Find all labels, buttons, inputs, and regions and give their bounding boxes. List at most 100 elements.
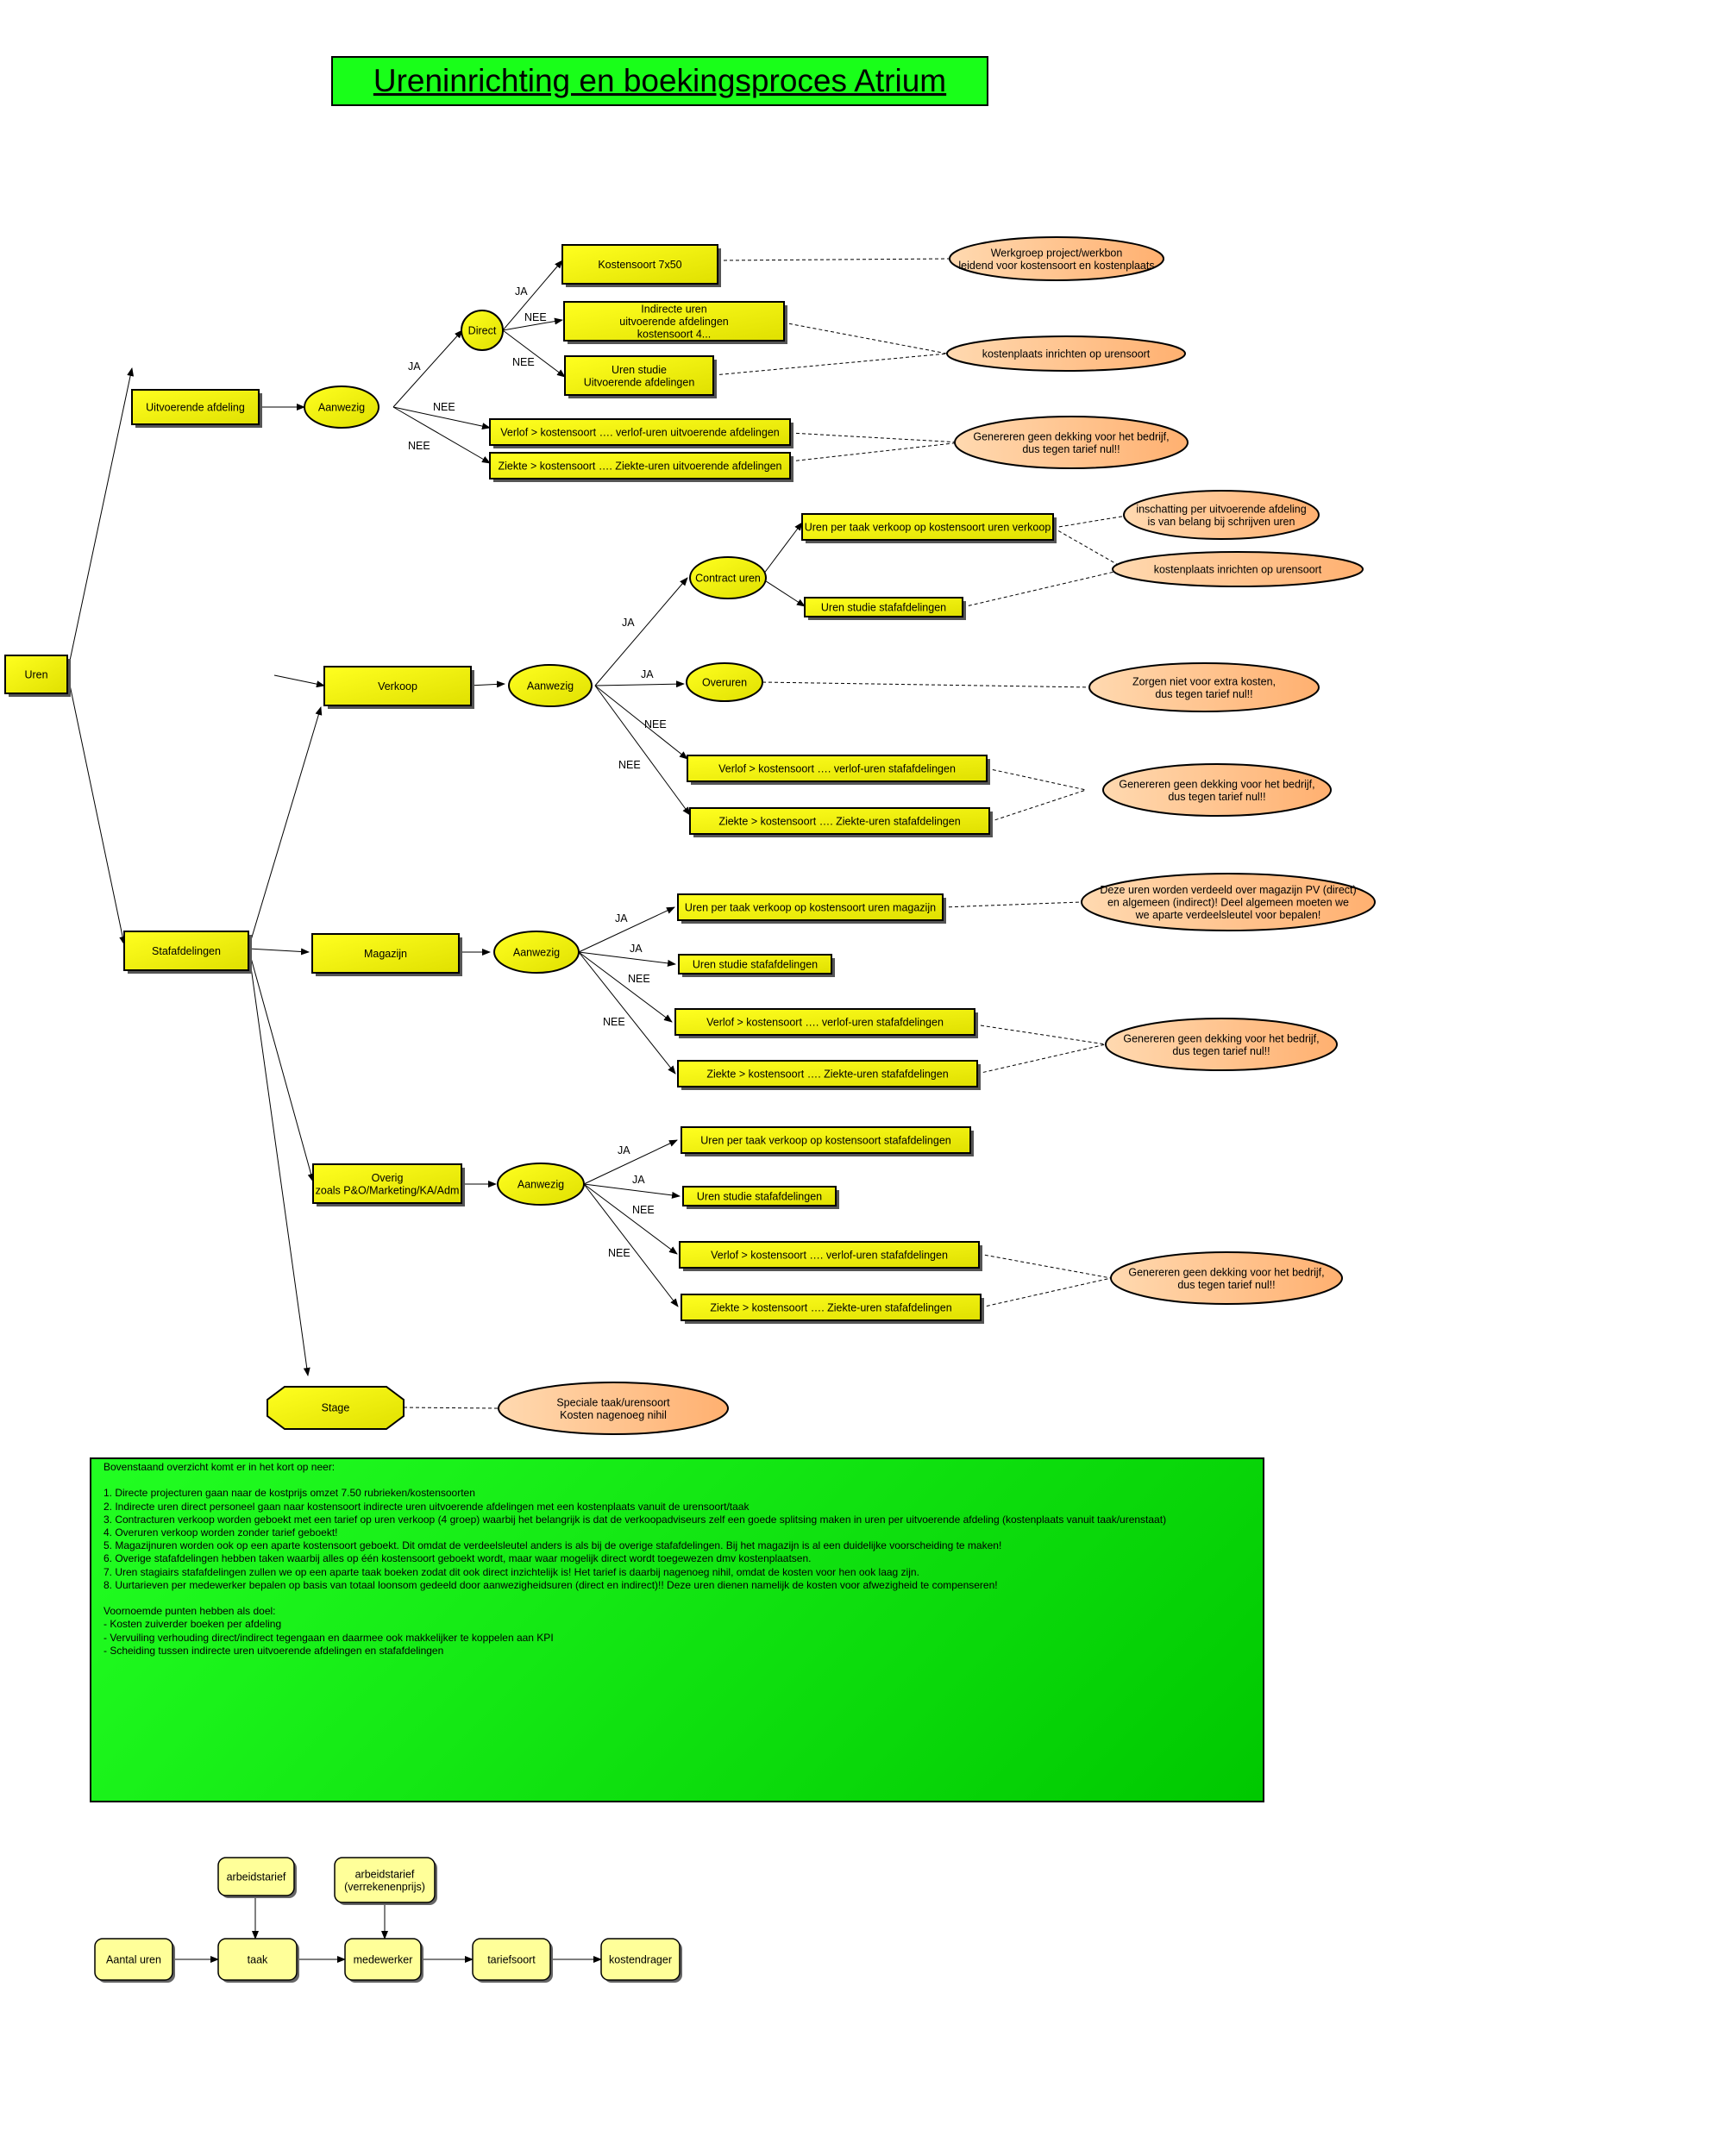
node-verkoop: Verkoop — [323, 666, 474, 709]
flow-arbeidstarief-label: arbeidstarief — [227, 1871, 286, 1883]
note-magazijn-verdeeld-text: we aparte verdeelsleutel voor bepalen! — [1135, 909, 1321, 921]
dashed-connector — [986, 768, 1087, 791]
dashed-connector — [976, 1044, 1107, 1075]
node-uren-label: Uren — [24, 669, 47, 681]
node-indirecte-uren-label: kostensoort 4... — [637, 329, 711, 341]
arrow-connector — [248, 948, 315, 1182]
dashed-connector — [942, 901, 1082, 908]
node-uren-taak-staf: Uren per taak verkoop op kostensoort sta… — [681, 1126, 974, 1156]
node-uren-studie-staf-overig-label: Uren studie stafafdelingen — [697, 1191, 822, 1203]
node-verkoop-label: Verkoop — [378, 680, 417, 693]
note-magazijn-verdeeld-text: Deze uren worden verdeeld over magazijn … — [1100, 884, 1356, 896]
arrow-connector — [248, 706, 323, 950]
flow-taak: taak — [217, 1938, 299, 1983]
edge-label-ja: JA — [641, 668, 654, 680]
arrow-connector — [594, 680, 685, 688]
arrow-connector — [578, 951, 676, 967]
note-genereren-4: Genereren geen dekking voor het bedrijf,… — [1110, 1251, 1343, 1305]
node-verlof-staf-overig: Verlof > kostensoort …. verlof-uren staf… — [679, 1241, 982, 1271]
note-genereren-3: Genereren geen dekking voor het bedrijf,… — [1105, 1018, 1338, 1071]
node-uren-taak-magazijn-label: Uren per taak verkoop op kostensoort ure… — [685, 902, 936, 914]
edge-label-ja: JA — [630, 943, 643, 955]
dashed-connector — [1052, 527, 1126, 570]
dashed-connector — [403, 1407, 499, 1409]
arrow-connector — [66, 672, 127, 945]
node-aanwezig-overig-label: Aanwezig — [518, 1179, 564, 1191]
flow-taak-label: taak — [248, 1954, 268, 1966]
diagram-title: Ureninrichting en boekingsproces Atrium — [331, 56, 988, 106]
node-verlof-uitvoerend-label: Verlof > kostensoort …. verlof-uren uitv… — [500, 427, 780, 439]
summary-line: Voornoemde punten hebben als doel: — [104, 1605, 276, 1618]
arrow-connector — [760, 577, 806, 607]
arrow-connector — [248, 948, 310, 1376]
dashed-connector — [962, 568, 1126, 608]
summary-line: 5. Magazijnuren worden ook op een aparte… — [104, 1539, 1002, 1552]
node-uren-taak-verkoop: Uren per taak verkoop op kostensoort ure… — [801, 513, 1057, 543]
flow-arbeidstarief-verrekenen-label: (verrekenenprijs) — [344, 1881, 425, 1893]
edge-label-nee: NEE — [603, 1016, 625, 1028]
edge-label-ja: JA — [515, 285, 528, 298]
node-contract-uren: Contract uren — [689, 556, 767, 599]
arrow-connector — [273, 674, 325, 688]
flow-tariefsoort: tariefsoort — [472, 1938, 553, 1983]
note-kostenplaats-urensoort-1: kostenplaats inrichten op urensoort — [946, 335, 1186, 372]
edge-label-nee: NEE — [524, 311, 547, 323]
node-aanwezig-overig: Aanwezig — [497, 1163, 585, 1206]
note-speciale-taak-text: Speciale taak/urensoort — [556, 1396, 670, 1408]
node-ziekte-staf-verkoop-label: Ziekte > kostensoort …. Ziekte-uren staf… — [718, 816, 960, 828]
note-genereren-1-text: dus tegen tarief nul!! — [1022, 443, 1120, 455]
note-werkgroep-text: leidend voor kostensoort en kostenplaats — [958, 260, 1154, 272]
summary-line: Bovenstaand overzicht komt er in het kor… — [104, 1461, 336, 1473]
note-magazijn-verdeeld-text: en algemeen (indirect)! Deel algemeen mo… — [1107, 897, 1349, 909]
node-kostensoort-7x50-label: Kostensoort 7x50 — [598, 259, 681, 271]
edge-label-nee: NEE — [632, 1204, 655, 1216]
summary-line: 2. Indirecte uren direct personeel gaan … — [104, 1500, 750, 1513]
arrow-connector — [594, 685, 688, 760]
note-kostenplaats-urensoort-1-text: kostenplaats inrichten op urensoort — [982, 348, 1151, 360]
arrow-connector — [502, 329, 566, 378]
node-ziekte-staf-overig: Ziekte > kostensoort …. Ziekte-uren staf… — [681, 1294, 984, 1324]
node-overuren-label: Overuren — [702, 677, 747, 689]
note-genereren-3-text: dus tegen tarief nul!! — [1172, 1045, 1270, 1057]
arrow-connector — [578, 951, 676, 1075]
flow-kostendrager: kostendrager — [600, 1938, 682, 1983]
summary-line: 6. Overige stafafdelingen hebben taken w… — [104, 1552, 812, 1565]
node-aanwezig-verkoop: Aanwezig — [508, 664, 593, 707]
summary-line: - Vervuiling verhouding direct/indirect … — [104, 1631, 554, 1644]
node-aanwezig-magazijn: Aanwezig — [493, 931, 580, 974]
node-overig-label: zoals P&O/Marketing/KA/Adm — [316, 1184, 460, 1196]
flow-arbeidstarief: arbeidstarief — [217, 1857, 297, 1898]
node-verlof-staf-overig-label: Verlof > kostensoort …. verlof-uren staf… — [711, 1250, 948, 1262]
dashed-connector — [988, 789, 1087, 823]
node-uren-studie-uitvoerend-label: Uitvoerende afdelingen — [584, 376, 695, 388]
node-stage-label: Stage — [322, 1402, 350, 1414]
note-zorgen-text: dus tegen tarief nul!! — [1155, 688, 1252, 700]
node-contract-uren-label: Contract uren — [695, 573, 761, 585]
arrow-connector — [392, 406, 491, 464]
flow-kostendrager-label: kostendrager — [609, 1954, 672, 1966]
arrow-connector — [594, 685, 691, 816]
note-genereren-4-text: dus tegen tarief nul!! — [1177, 1279, 1275, 1291]
dashed-connector — [712, 353, 948, 376]
node-stafafdelingen: Stafafdelingen — [123, 931, 252, 974]
note-genereren-1-text: Genereren geen dekking voor het bedrijf, — [973, 430, 1169, 442]
arrow-connector — [578, 951, 673, 1023]
edge-label-ja: JA — [615, 912, 628, 924]
summary-line: 4. Overuren verkoop worden zonder tarief… — [104, 1526, 338, 1539]
note-genereren-1: Genereren geen dekking voor het bedrijf,… — [954, 416, 1189, 469]
edge-label-ja: JA — [618, 1144, 630, 1156]
note-kostenplaats-urensoort-2-text: kostenplaats inrichten op urensoort — [1154, 564, 1322, 576]
summary-line: - Kosten zuiverder boeken per afdeling — [104, 1618, 282, 1631]
node-uren-studie-staf-magazijn: Uren studie stafafdelingen — [678, 954, 835, 977]
node-aanwezig-uitvoerend-label: Aanwezig — [318, 402, 365, 414]
dashed-connector — [789, 432, 962, 443]
node-ziekte-staf-magazijn-label: Ziekte > kostensoort …. Ziekte-uren staf… — [706, 1069, 948, 1081]
node-direct-label: Direct — [468, 325, 497, 337]
